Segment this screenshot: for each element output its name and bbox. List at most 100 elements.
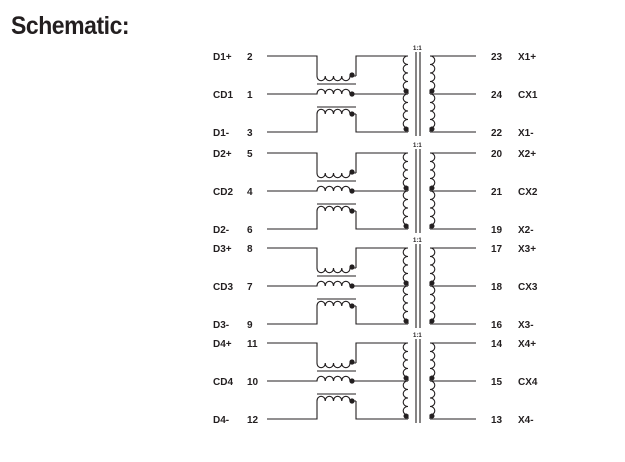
polarity-dot	[349, 359, 355, 365]
left-signal-label: D1-	[213, 128, 229, 139]
transformer-secondary-upper	[429, 152, 436, 191]
right-pin-number: 16	[491, 320, 503, 331]
turns-ratio-label: 1:1	[413, 238, 422, 244]
polarity-dot	[429, 88, 435, 94]
left-pin-number: 5	[247, 149, 253, 160]
choke-winding-centre	[267, 185, 408, 192]
left-pin-number: 2	[247, 52, 253, 63]
right-signal-label: X1-	[518, 128, 534, 139]
right-pin-number: 13	[491, 415, 503, 426]
wire-bottom-left	[267, 114, 318, 133]
left-signal-label: D4-	[213, 415, 229, 426]
right-signal-label: X4+	[518, 339, 536, 350]
turns-ratio-label: 1:1	[413, 333, 422, 339]
polarity-dot	[403, 280, 409, 286]
transformer-primary-upper	[402, 152, 409, 191]
right-pin-number: 20	[491, 149, 503, 160]
left-pin-number: 10	[247, 377, 259, 388]
right-pin-number: 18	[491, 282, 503, 293]
right-pin-number: 19	[491, 225, 503, 236]
wire-bottom-right	[355, 211, 408, 230]
polarity-dot	[429, 185, 435, 191]
polarity-dot	[349, 378, 355, 384]
wire-top-right	[355, 152, 408, 173]
wire-bottom-right	[355, 306, 408, 325]
left-signal-label: D4+	[213, 339, 232, 350]
polarity-dot	[403, 223, 409, 229]
right-pin-number: 15	[491, 377, 503, 388]
transformer-primary-upper	[402, 247, 409, 286]
right-signal-label: X3+	[518, 244, 536, 255]
choke-winding-centre	[267, 88, 408, 95]
polarity-dot	[349, 188, 355, 194]
left-pin-number: 11	[247, 339, 258, 350]
left-signal-label: D3+	[213, 244, 232, 255]
right-pin-number: 23	[491, 52, 503, 63]
wire-top-right	[355, 55, 408, 76]
wire-bottom-left	[267, 306, 318, 325]
polarity-dot	[403, 185, 409, 191]
polarity-dot	[429, 413, 435, 419]
transformer-secondary-upper	[429, 247, 436, 286]
wire-bottom-right	[355, 401, 408, 420]
polarity-dot	[429, 318, 435, 324]
right-signal-label: CX1	[518, 90, 538, 101]
transformer-primary-lower	[402, 93, 409, 132]
left-signal-label: D2+	[213, 149, 232, 160]
left-pin-number: 4	[247, 187, 253, 198]
turns-ratio-label: 1:1	[413, 46, 422, 52]
left-pin-number: 6	[247, 225, 253, 236]
right-pin-number: 17	[491, 244, 503, 255]
choke-winding-top	[316, 172, 356, 179]
choke-winding-top	[316, 75, 356, 82]
left-signal-label: CD1	[213, 90, 233, 101]
wire-top-left	[267, 342, 318, 363]
turns-ratio-label: 1:1	[413, 143, 422, 149]
polarity-dot	[349, 283, 355, 289]
right-signal-label: CX3	[518, 282, 538, 293]
transformer-secondary-lower	[429, 380, 436, 419]
left-signal-label: CD4	[213, 377, 233, 388]
transformer-secondary-lower	[429, 190, 436, 229]
right-signal-label: X1+	[518, 52, 536, 63]
left-signal-label: CD3	[213, 282, 233, 293]
polarity-dot	[349, 264, 355, 270]
wire-top-left	[267, 152, 318, 173]
left-pin-number: 3	[247, 128, 253, 139]
polarity-dot	[349, 398, 355, 404]
transformer-primary-upper	[402, 342, 409, 381]
left-signal-label: CD2	[213, 187, 233, 198]
wire-top-left	[267, 247, 318, 268]
wire-bottom-right	[355, 114, 408, 133]
right-pin-number: 22	[491, 128, 503, 139]
transformer-secondary-lower	[429, 285, 436, 324]
polarity-dot	[429, 375, 435, 381]
polarity-dot	[429, 126, 435, 132]
choke-winding-bottom	[316, 108, 356, 115]
left-pin-number: 1	[247, 90, 253, 101]
wire-top-right	[355, 247, 408, 268]
polarity-dot	[349, 208, 355, 214]
polarity-dot	[349, 91, 355, 97]
transformer-primary-upper	[402, 55, 409, 94]
polarity-dot	[403, 318, 409, 324]
wire-bottom-left	[267, 401, 318, 420]
choke-winding-bottom	[316, 395, 356, 402]
right-pin-number: 21	[491, 187, 503, 198]
right-signal-label: X4-	[518, 415, 534, 426]
polarity-dot	[429, 223, 435, 229]
right-signal-label: X3-	[518, 320, 534, 331]
choke-winding-top	[316, 362, 356, 369]
right-signal-label: X2-	[518, 225, 534, 236]
left-pin-number: 8	[247, 244, 253, 255]
polarity-dot	[429, 280, 435, 286]
right-pin-number: 24	[491, 90, 503, 101]
polarity-dot	[349, 169, 355, 175]
left-signal-label: D3-	[213, 320, 229, 331]
right-signal-label: X2+	[518, 149, 536, 160]
schematic-title: Schematic:	[11, 12, 130, 40]
